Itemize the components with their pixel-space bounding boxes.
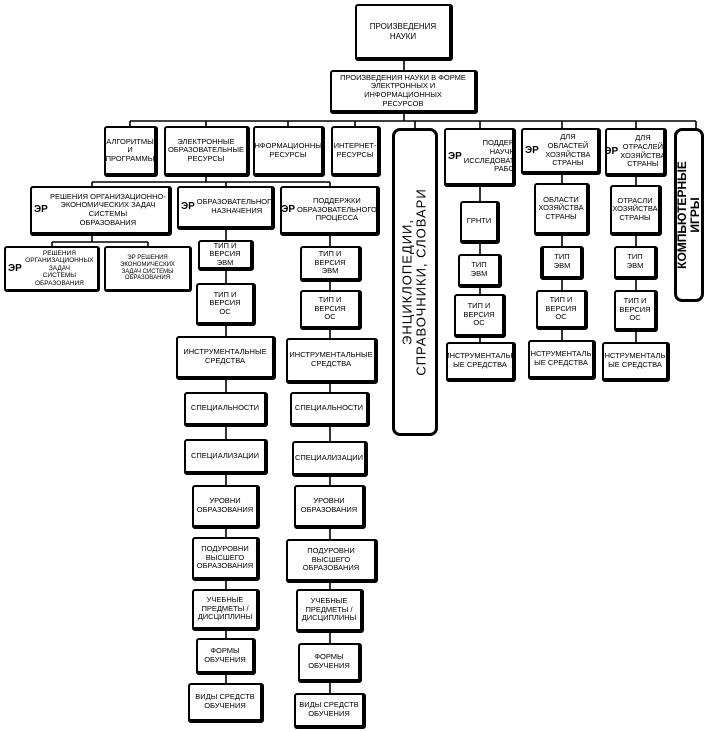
edu-support-item: УЧЕБНЫЕ ПРЕДМЕТЫ / ДИСЦИПЛИНЫ [296, 589, 364, 633]
category-science: ЭР ПОДДЕРЖКИ НАУЧНО- ИССЛЕДОВАТЕЛЬСКИХ Р… [444, 128, 516, 187]
er-prefix: ЭР [34, 204, 48, 216]
edu-support-item: СПЕЦИАЛИЗАЦИИ [292, 441, 368, 477]
edu-support-item: ВИДЫ СРЕДСТВ ОБУЧЕНИЯ [294, 693, 366, 729]
er-prefix: ЭР [181, 201, 195, 213]
category-algorithms: АЛГОРИТМЫ И ПРОГРАММЫ [104, 126, 158, 177]
encyclopedias-line2: СПРАВОЧНИКИ, СЛОВАРИ [414, 188, 429, 376]
edu-purpose-item: УРОВНИ ОБРАЗОВАНИЯ [192, 485, 260, 529]
edu-support-node: ЭР ПОДДЕРЖКИ ОБРАЗОВАТЕЛЬНОГО ПРОЦЕССА [280, 186, 380, 236]
edu-support-title: ПОДДЕРЖКИ ОБРАЗОВАТЕЛЬНОГО ПРОЦЕССА [297, 196, 377, 223]
regions-item: ТИП И ВЕРСИЯ ОС [536, 290, 588, 330]
science-item: ГРНТИ [460, 201, 500, 244]
edu-purpose-item: ИНСТРУМЕНТАЛЬНЫЕ СРЕДСТВА [176, 336, 276, 380]
er-prefix: ЭР [281, 204, 296, 216]
category-info-resources: ИНФОРМАЦИОННЫЕ РЕСУРСЫ [253, 126, 325, 177]
regions-item: ОБЛАСТИ ХОЗЯЙСТВА СТРАНЫ [534, 183, 590, 236]
encyclopedias-line1: ЭНЦИКЛОПЕДИИ, [399, 218, 415, 346]
category-internet: ИНТЕРНЕТ- РЕСУРСЫ [331, 126, 381, 177]
category-branches: ЭР ДЛЯ ОТРАСЛЕЙ ХОЗЯЙСТВА СТРАНЫ [605, 128, 667, 177]
science-title: ПОДДЕРЖКИ НАУЧНО- ИССЛЕДОВАТЕЛЬСКИХ РАБО… [463, 138, 515, 174]
games-line2: ИГРЫ [688, 197, 702, 233]
edu-purpose-item: СПЕЦИАЛЬНОСТИ [184, 392, 268, 427]
er-prefix: ЭР [525, 144, 539, 156]
edu-support-item: ФОРМЫ ОБУЧЕНИЯ [298, 643, 362, 683]
level1-node: ПРОИЗВЕДЕНИЯ НАУКИ В ФОРМЕ ЭЛЕКТРОННЫХ И… [330, 70, 478, 114]
science-item: ТИП И ВЕРСИЯ ОС [454, 294, 506, 338]
edu-support-item: СПЕЦИАЛЬНОСТИ [290, 392, 370, 427]
edu-purpose-title: ОБРАЗОВАТЕЛЬНОГО НАЗНАЧЕНИЯ [196, 197, 275, 215]
er-prefix: ЭР [8, 262, 22, 274]
category-edu-resources: ЭЛЕКТРОННЫЕ ОБРАЗОВАТЕЛЬНЫЕ РЕСУРСЫ [164, 126, 250, 177]
org-econ-node: ЭР РЕШЕНИЯ ОРГАНИЗАЦИОННО- ЭКОНОМИЧЕСКИХ… [30, 186, 172, 236]
edu-support-item: ПОДУРОВНИ ВЫСШЕГО ОБРАЗОВАНИЯ [286, 539, 378, 583]
er-prefix: ЭР [448, 150, 462, 162]
branches-item: ОТРАСЛИ ХОЗЯЙСТВА СТРАНЫ [610, 185, 662, 236]
edu-support-item: УРОВНИ ОБРАЗОВАНИЯ [294, 485, 366, 529]
category-games: КОМПЬЮТЕРНЫЕ ИГРЫ [674, 128, 704, 302]
branches-title: ДЛЯ ОТРАСЛЕЙ ХОЗЯЙСТВА СТРАНЫ [620, 133, 666, 169]
science-item: ТИП ЭВМ [458, 254, 502, 288]
encyclopedias-label: ЭНЦИКЛОПЕДИИ, СПРАВОЧНИКИ, СЛОВАРИ [399, 188, 430, 376]
edu-purpose-item: УЧЕБНЫЕ ПРЕДМЕТЫ / ДИСЦИПЛИНЫ [192, 589, 260, 631]
edu-purpose-item: ПОДУРОВНИ ВЫСШЕГО ОБРАЗОВАНИЯ [192, 537, 260, 581]
edu-purpose-item: ФОРМЫ ОБУЧЕНИЯ [196, 638, 256, 675]
edu-purpose-item: ТИП И ВЕРСИЯ ОС [196, 283, 256, 326]
category-encyclopedias: ЭНЦИКЛОПЕДИИ, СПРАВОЧНИКИ, СЛОВАРИ [392, 128, 438, 436]
science-item: ИНСТРУМЕНТАЛЬН ЫЕ СРЕДСТВА [446, 342, 516, 382]
er-prefix: ЭР [605, 145, 619, 157]
regions-title: ДЛЯ ОБЛАСТЕЙ ХОЗЯЙСТВА СТРАНЫ [545, 132, 591, 168]
org-tasks-title: РЕШЕНИЯ ОРГАНИЗАЦИОННЫХ ЗАДАЧ СИСТЕМЫ ОБ… [25, 249, 94, 287]
branches-item: ИНСТРУМЕНТАЛЬН ЫЕ СРЕДСТВА [602, 342, 670, 382]
edu-support-item: ТИП И ВЕРСИЯ ОС [300, 290, 362, 330]
root-node: ПРОИЗВЕДЕНИЯ НАУКИ [355, 4, 453, 61]
edu-purpose-item: ВИДЫ СРЕДСТВ ОБУЧЕНИЯ [188, 683, 264, 723]
edu-support-item: ТИП И ВЕРСИЯ ЭВМ [300, 246, 362, 282]
edu-support-item: ИНСТРУМЕНТАЛЬНЫЕ СРЕДСТВА [286, 338, 378, 384]
category-regions: ЭР ДЛЯ ОБЛАСТЕЙ ХОЗЯЙСТВА СТРАНЫ [521, 128, 601, 175]
branches-item: ТИП И ВЕРСИЯ ОС [614, 290, 658, 332]
edu-purpose-node: ЭР ОБРАЗОВАТЕЛЬНОГО НАЗНАЧЕНИЯ [177, 186, 275, 230]
org-tasks-node: ЭР РЕШЕНИЯ ОРГАНИЗАЦИОННЫХ ЗАДАЧ СИСТЕМЫ… [4, 246, 100, 292]
edu-purpose-item: ТИП И ВЕРСИЯ ЭВМ [198, 240, 254, 271]
regions-item: ИНСТРУМЕНТАЛЬН ЫЕ СРЕДСТВА [528, 340, 596, 380]
branches-item: ТИП ЭВМ [614, 246, 658, 280]
games-label: КОМПЬЮТЕРНЫЕ ИГРЫ [675, 161, 702, 269]
org-econ-title: РЕШЕНИЯ ОРГАНИЗАЦИОННО- ЭКОНОМИЧЕСКИХ ЗА… [49, 191, 166, 227]
regions-item: ТИП ЭВМ [540, 246, 584, 280]
edu-purpose-item: СПЕЦИАЛИЗАЦИИ [184, 439, 268, 475]
econ-tasks-node: ЭР РЕШЕНИЯ ЭКОНОМИЧЕСКИХ ЗАДАЧ СИСТЕМЫ О… [104, 246, 192, 292]
